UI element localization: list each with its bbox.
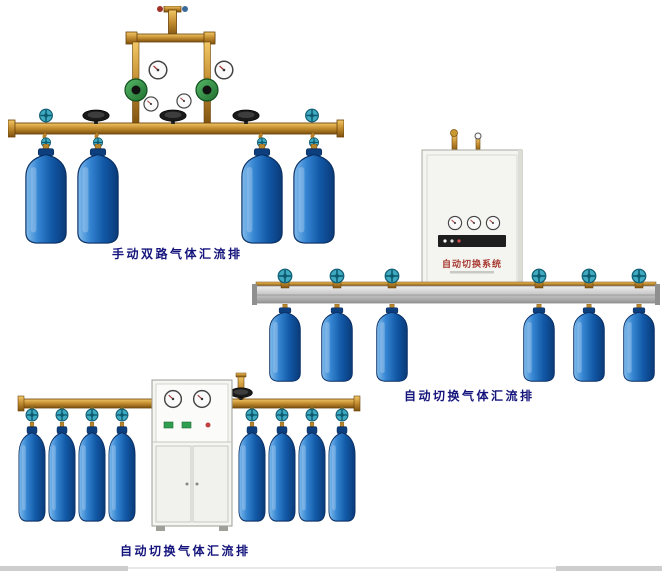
teal-handwheel <box>38 108 54 123</box>
rail-end-cap <box>655 284 660 305</box>
gas-cylinder <box>328 422 356 522</box>
teal-handwheel <box>581 268 597 284</box>
black-handwheel <box>229 387 253 400</box>
gas-cylinder <box>78 422 106 522</box>
scene-auto-switch-wall: 自动切换系统 <box>252 128 660 384</box>
indicator-light <box>450 239 454 243</box>
teal-handwheel <box>85 408 99 422</box>
gas-cylinder <box>573 304 605 382</box>
scene-manual-dual-manifold <box>8 6 344 256</box>
mini-gauge <box>474 132 482 140</box>
valve-assemblies <box>277 268 647 289</box>
teal-handwheel <box>531 268 547 284</box>
pressure-regulator <box>124 77 148 102</box>
gas-cylinder <box>25 144 67 244</box>
pipe-end-cap <box>336 119 344 138</box>
teal-handwheel <box>384 268 400 284</box>
gas-cylinder <box>18 422 46 522</box>
bottom-edge-line <box>0 567 662 569</box>
indicator-light <box>443 239 447 243</box>
red-indicator <box>205 422 211 428</box>
black-handwheel <box>82 109 110 124</box>
manual-dual-illustration <box>8 6 344 244</box>
header-pipe <box>255 281 657 287</box>
auto-switch-wall-illustration: 自动切换系统 <box>252 129 660 382</box>
cabinet-foot <box>156 526 165 531</box>
gas-cylinder <box>623 304 655 382</box>
pressure-gauge <box>485 215 501 231</box>
pressure-gauge <box>163 389 183 409</box>
cylinder-bank <box>18 406 356 522</box>
red-valve-knob <box>157 6 163 12</box>
teal-handwheel <box>277 268 293 284</box>
riser-cap <box>235 372 247 378</box>
brass-fitting <box>450 129 458 137</box>
pressure-gauge <box>214 60 234 80</box>
cabinet-shadow <box>518 150 522 290</box>
control-cabinet <box>151 379 233 531</box>
black-handwheel <box>232 109 260 124</box>
cabinet-label: 自动切换系统 <box>442 258 502 269</box>
cabinet-door <box>192 445 229 523</box>
bottom-edge-right <box>556 566 662 571</box>
black-handwheel <box>159 109 187 124</box>
gas-cylinder <box>48 422 76 522</box>
gas-cylinder <box>108 422 136 522</box>
gas-cylinder <box>321 304 353 382</box>
teal-handwheel <box>335 408 349 422</box>
pressure-gauge <box>176 93 192 109</box>
gas-cylinder <box>238 422 266 522</box>
gas-cylinder <box>77 144 119 244</box>
caption-auto-switch-wall: 自动切换气体汇流排 <box>404 389 535 403</box>
cabinet-foot <box>219 526 228 531</box>
center-riser-pipe <box>168 9 177 37</box>
gas-cylinder <box>376 304 408 382</box>
green-indicator <box>181 421 192 429</box>
green-indicator <box>163 421 174 429</box>
gas-cylinder <box>269 304 301 382</box>
pressure-gauge <box>192 389 212 409</box>
pressure-regulator <box>195 77 219 102</box>
door-handle <box>195 482 199 486</box>
top-header-pipe <box>127 33 216 43</box>
indicator-strip <box>438 235 506 247</box>
pressure-gauge <box>148 60 168 80</box>
teal-handwheel <box>245 408 259 422</box>
indicator-light <box>457 239 461 243</box>
pressure-gauge <box>143 96 159 112</box>
teal-handwheel <box>275 408 289 422</box>
teal-handwheel <box>304 108 320 123</box>
gas-cylinder <box>298 422 326 522</box>
teal-handwheel <box>305 408 319 422</box>
control-cabinet: 自动切换系统 <box>421 129 523 291</box>
door-handle <box>185 482 189 486</box>
pipe-end-cap <box>8 119 16 138</box>
pressure-gauge <box>466 215 482 231</box>
cabinet-door <box>155 445 192 523</box>
pipe-end-cap <box>17 395 25 412</box>
pipe-end-cap <box>353 395 361 412</box>
pipe-elbow <box>125 31 138 45</box>
caption-manual-dual-manifold: 手动双路气体汇流排 <box>112 247 243 261</box>
gas-cylinder <box>268 422 296 522</box>
rail-end-cap <box>252 284 257 305</box>
teal-handwheel <box>115 408 129 422</box>
caption-auto-switch-floor: 自动切换气体汇流排 <box>120 544 251 558</box>
teal-handwheel <box>25 408 39 422</box>
blue-valve-knob <box>182 6 188 12</box>
cabinet-fine-print-line <box>450 271 494 274</box>
teal-handwheel <box>55 408 69 422</box>
teal-handwheel <box>631 268 647 284</box>
gas-cylinder <box>523 304 555 382</box>
scene-auto-switch-floor <box>16 372 362 558</box>
auto-switch-floor-illustration <box>17 372 361 531</box>
teal-handwheel <box>329 268 345 284</box>
pressure-gauge <box>447 215 463 231</box>
bottom-edge-left <box>0 566 128 571</box>
